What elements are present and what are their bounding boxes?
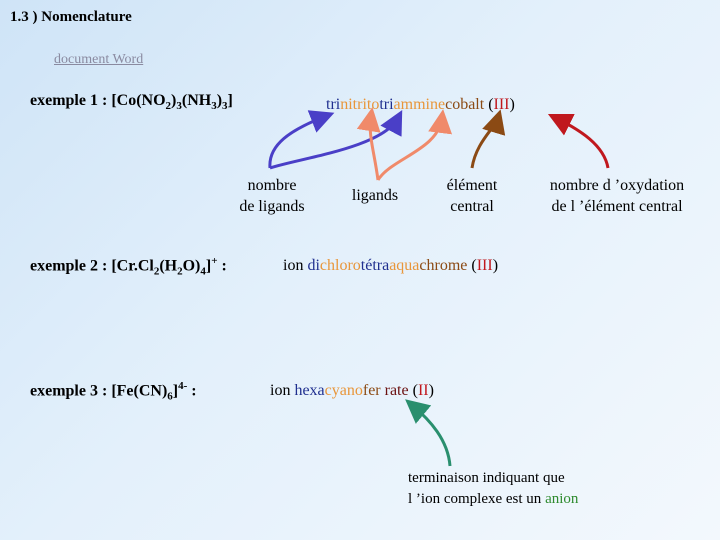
example-2-name: ion dichlorotétraaquachrome (III) (283, 257, 499, 274)
arrow-ligands-to-nitrito (356, 107, 381, 181)
arrow-element-to-cobalt (470, 109, 506, 169)
example-3-formula: exemple 3 : [Fe(CN)6]4- : (30, 380, 197, 403)
example-2-formula: exemple 2 : [Cr.Cl2(H2O)4]+ : (30, 255, 227, 278)
document-word-link[interactable]: document Word (54, 52, 144, 67)
arrow-ligands-to-ammine (376, 109, 453, 181)
label-ligands: ligands (351, 187, 399, 204)
page-title: 1.3 ) Nomenclature (10, 9, 132, 25)
arrow-termination-to-rate (405, 399, 452, 467)
arrow-nombre-to-tri-2 (269, 110, 403, 170)
arrow-nombre-to-tri-1 (268, 110, 335, 169)
example-3-name: ion hexacyanofer rate (II) (270, 382, 434, 399)
arrow-oxydation-to-III (547, 113, 610, 169)
example-1-formula: exemple 1 : [Co(NO2)3(NH3)3] (30, 92, 233, 113)
